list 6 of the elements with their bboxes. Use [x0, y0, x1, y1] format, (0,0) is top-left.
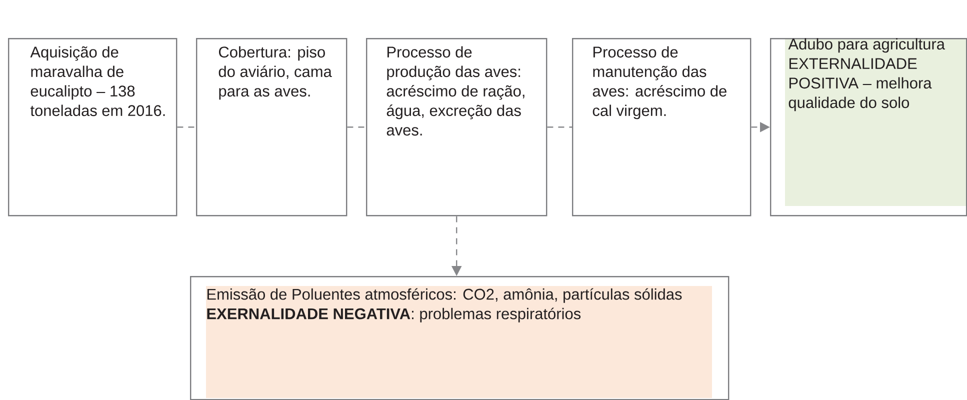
- process-box: Adubo para agricultura EXTERNALIDADE POSITIVA – melhora qualidade do solo: [770, 38, 967, 216]
- process-box: Aquisição de maravalha de eucalipto – 138 toneladas em 2016.: [8, 38, 178, 216]
- process-box: Processo de produção das aves: acréscimo de ração, água, excreção das aves.: [366, 38, 548, 216]
- process-box: Emissão de Poluentes atmosféricos: CO2, amônia, partículas sólidas EXERNALIDADE NEGATIVA: problemas respiratórios: [190, 276, 730, 400]
- process-box: Cobertura: piso do aviário, cama para as aves.: [196, 38, 348, 216]
- process-box: Processo de manutenção das aves: acréscimo de cal virgem.: [572, 38, 752, 216]
